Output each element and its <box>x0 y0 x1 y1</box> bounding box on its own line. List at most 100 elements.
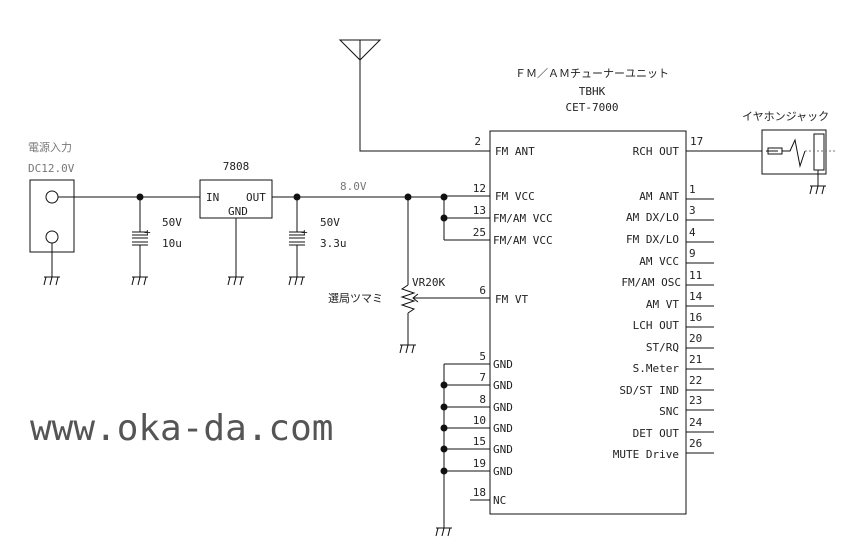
left-pin-15: 15 GND <box>444 435 513 456</box>
regulator-7808: 7808 IN OUT GND <box>199 160 273 219</box>
left-pin-8: 8 GND <box>444 393 513 414</box>
pin-name: GND <box>493 401 513 414</box>
pin-number: 23 <box>689 394 702 407</box>
pin-number: 17 <box>690 135 703 148</box>
pot-name: VR20K <box>412 276 445 289</box>
junction-dot <box>440 193 448 201</box>
pin-number: 3 <box>689 204 696 217</box>
left-pin-5: 5 GND <box>444 350 513 371</box>
pin-number: 14 <box>689 290 703 303</box>
module-maker: TBHK <box>579 85 606 98</box>
ground-icon <box>131 276 148 286</box>
left-pin-6: 6 FM VT <box>419 284 528 306</box>
ground-icon <box>288 276 305 286</box>
right-pin-24: 24 DET OUT <box>633 416 714 440</box>
pin-name: FM/AM OSC <box>621 276 681 289</box>
junction-dot <box>440 424 448 432</box>
svg-text:+: + <box>301 226 308 239</box>
pin-number: 7 <box>479 371 486 384</box>
cap1-value: 10u <box>162 237 182 250</box>
pin-number: 15 <box>473 435 486 448</box>
pin-name: GND <box>493 443 513 456</box>
right-pin-14: 14 AM VT <box>646 290 714 311</box>
pin-name: FM/AM VCC <box>493 234 553 247</box>
right-pin-22: 22 SD/ST IND <box>619 374 714 397</box>
ground-icon <box>399 344 416 354</box>
watermark: www.oka-da.com <box>30 408 333 449</box>
left-pin-13: 13 FM/AM VCC <box>444 204 553 225</box>
antenna-icon <box>338 39 490 152</box>
pin-number: 4 <box>689 226 696 239</box>
junction-dot <box>440 445 448 453</box>
left-pin-2: 2 FM ANT <box>474 135 535 158</box>
junction-dot <box>440 381 448 389</box>
pin-number: 22 <box>689 374 702 387</box>
pin-number: 19 <box>473 457 486 470</box>
pin-name: AM DX/LO <box>626 211 679 224</box>
pot-label: 選局ツマミ <box>328 292 383 305</box>
ground-icon <box>435 527 452 537</box>
regulator-gnd: GND <box>228 205 248 218</box>
pin-number: 24 <box>689 416 703 429</box>
tuner-module-box <box>489 130 687 515</box>
left-pin-7: 7 GND <box>444 371 513 392</box>
right-pin-16: 16 LCH OUT <box>633 311 714 332</box>
left-pin-18: 18 NC <box>470 486 506 507</box>
pin-number: 12 <box>473 182 486 195</box>
cap1-voltage: 50V <box>162 216 182 229</box>
left-pin-25: 25 FM/AM VCC <box>444 226 553 247</box>
junction-dot <box>440 403 448 411</box>
pin-name: DET OUT <box>633 427 680 440</box>
pin-name: NC <box>493 494 506 507</box>
pin-number: 10 <box>473 414 486 427</box>
pin-name: AM VCC <box>639 255 679 268</box>
regulator-name: 7808 <box>223 160 250 173</box>
junction-dot <box>440 214 448 222</box>
right-pin-9: 9 AM VCC <box>639 247 714 268</box>
left-pin-10: 10 GND <box>444 414 513 435</box>
pin-number: 8 <box>479 393 486 406</box>
cap2-value: 3.3u <box>320 237 347 250</box>
pin-name: GND <box>493 358 513 371</box>
right-pin-3: 3 AM DX/LO <box>626 204 714 224</box>
regulator-in: IN <box>206 191 219 204</box>
pin-name: GND <box>493 422 513 435</box>
cap2-voltage: 50V <box>320 216 340 229</box>
power-input-connector: 電源入力 DC12.0V <box>28 140 75 253</box>
pin-name: GND <box>493 465 513 478</box>
pin-number: 2 <box>474 135 481 148</box>
module-title: ＦＭ／ＡＭチューナーユニット <box>515 67 669 80</box>
pin-name: RCH OUT <box>633 145 680 158</box>
pin-name: FM VT <box>495 293 528 306</box>
ground-icon <box>227 276 244 286</box>
pin-name: ST/RQ <box>646 341 679 354</box>
right-pin-4: 4 FM DX/LO <box>626 226 714 246</box>
right-pin-20: 20 ST/RQ <box>646 332 714 354</box>
left-pin-12: 12 FM VCC <box>444 182 535 203</box>
pin-number: 25 <box>473 226 486 239</box>
pin-number: 18 <box>473 486 486 499</box>
pin-name: S.Meter <box>633 362 680 375</box>
pin-name: AM ANT <box>639 190 679 203</box>
power-input-voltage: DC12.0V <box>28 162 75 175</box>
pin-number: 13 <box>473 204 486 217</box>
left-pin-19: 19 GND <box>444 457 513 478</box>
pin-number: 21 <box>689 353 702 366</box>
pin-name: AM VT <box>646 298 679 311</box>
earphone-jack-icon <box>761 129 836 195</box>
power-input-label: 電源入力 <box>28 140 72 154</box>
ground-icon <box>43 276 60 286</box>
pin-name: FM DX/LO <box>626 233 679 246</box>
pin-number: 6 <box>479 284 486 297</box>
pin-name: FM ANT <box>495 145 535 158</box>
pin-name: FM/AM VCC <box>493 212 553 225</box>
right-pin-1: 1 AM ANT <box>639 183 714 203</box>
pin-name: SD/ST IND <box>619 384 679 397</box>
potentiometer-vr20k <box>400 197 419 345</box>
earphone-label: イヤホンジャック <box>742 110 829 123</box>
right-pin-26: 26 MUTE Drive <box>613 437 714 461</box>
pin-name: GND <box>493 379 513 392</box>
right-pin-11: 11 FM/AM OSC <box>621 269 714 289</box>
pin-name: MUTE Drive <box>613 448 679 461</box>
module-model: CET-7000 <box>566 101 619 114</box>
